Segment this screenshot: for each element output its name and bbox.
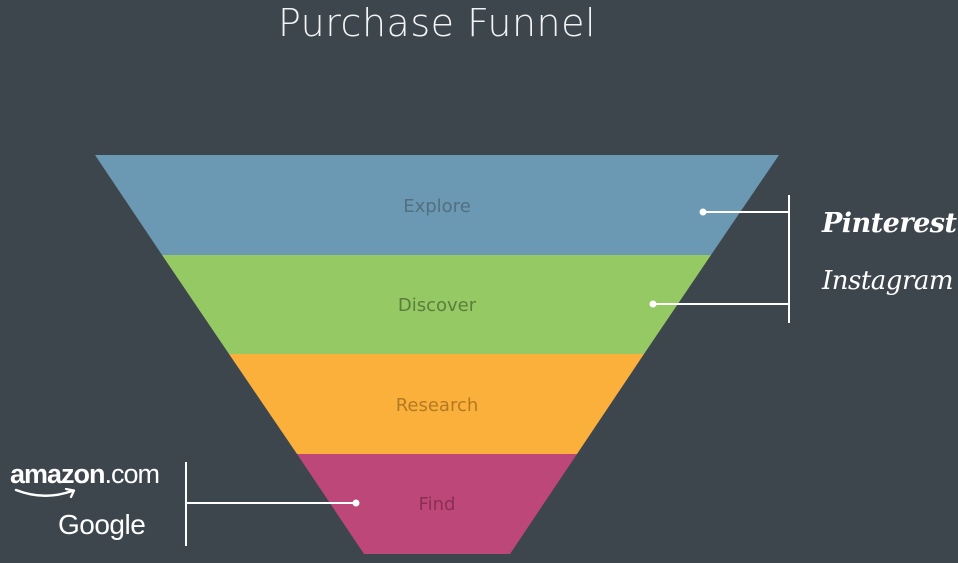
search-bracket-connector (185, 462, 356, 546)
stage-label-explore: Explore (403, 196, 471, 217)
funnel-stage-discover (162, 255, 711, 354)
instagram-logo: Instagram (822, 266, 954, 296)
amazon-smile-icon (14, 488, 76, 499)
connector-dot-find (352, 499, 360, 507)
stage-label-research: Research (396, 395, 479, 416)
amazon-logo-tld: .com (104, 459, 161, 489)
amazon-logo-main: amazon (10, 459, 106, 489)
pinterest-logo: Pinterest (822, 208, 957, 239)
stage-label-find: Find (419, 494, 456, 515)
funnel-stage-explore (95, 155, 779, 255)
slide-title: Purchase Funnel (277, 1, 597, 45)
social-bracket-connector (653, 195, 790, 323)
connector-dot-discover (649, 300, 657, 308)
funnel-stage-research (229, 354, 644, 454)
connector-dot-explore (699, 208, 707, 216)
funnel-stage-find (297, 454, 577, 554)
amazon-logo: amazon.com (10, 459, 161, 490)
google-logo: Google (58, 509, 146, 540)
stage-label-discover: Discover (398, 295, 477, 316)
